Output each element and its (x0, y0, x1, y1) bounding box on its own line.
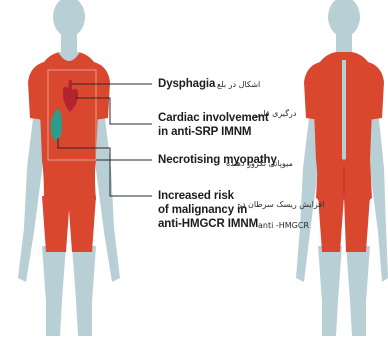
back-left-leg-skin (318, 246, 342, 336)
front-neck (61, 30, 77, 52)
front-left-shoulder-muscle (28, 62, 44, 120)
necrotising-label-fa: میوپاتی نکروز دهنده (226, 158, 293, 169)
back-right-shoulder-muscle (368, 62, 384, 120)
back-right-thigh-muscle (344, 196, 370, 252)
back-right-leg-skin (346, 246, 370, 336)
front-right-leg-skin (72, 246, 96, 336)
malignancy-label-line1: Increased risk (158, 189, 234, 203)
cardiac-label-fa: درگیری قلبی (254, 108, 296, 119)
cardiac-label-line2: in anti-SRP IMNM (158, 125, 251, 139)
front-torso-muscle (40, 52, 98, 200)
front-left-thigh-muscle (42, 196, 70, 252)
malignancy-label-line2: of malignancy in (158, 203, 247, 217)
malignancy-label-fa-line1: افزایش ریسک سرطان در (238, 199, 324, 210)
dysphagia-label: Dysphagia (158, 77, 215, 91)
back-left-shoulder-muscle (304, 62, 320, 120)
malignancy-label-fa-line2: anti -HMGCR (258, 220, 309, 231)
dysphagia-label-fa: اشکال در بلع (217, 79, 260, 90)
back-neck (336, 30, 352, 52)
front-right-thigh-muscle (68, 196, 96, 252)
cardiac-label-line1: Cardiac involvement (158, 111, 269, 125)
malignancy-label-line3: anti-HMGCR IMNM (158, 217, 258, 231)
front-left-leg-skin (42, 246, 66, 336)
